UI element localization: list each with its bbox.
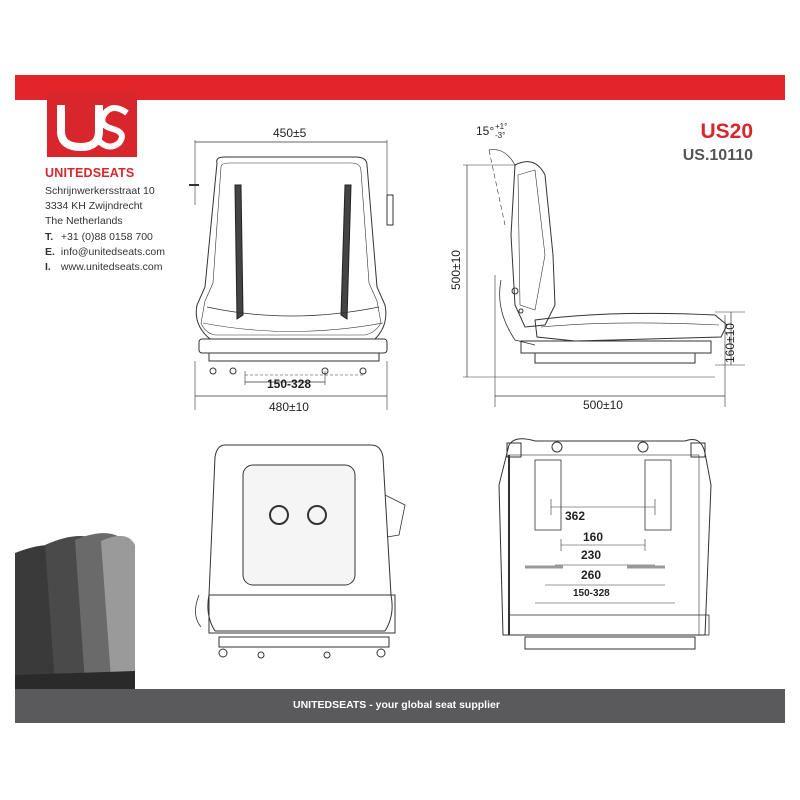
logo-mark bbox=[57, 105, 129, 152]
footer-bar: UNITEDSEATS - your global seat supplier bbox=[15, 689, 785, 723]
footer-tagline: UNITEDSEATS - your global seat supplier bbox=[293, 699, 500, 711]
web-line: I. www.unitedseats.com bbox=[45, 260, 165, 275]
company-info: UNITEDSEATS Schrijnwerkersstraat 10 3334… bbox=[45, 166, 165, 275]
top-red-bar bbox=[15, 75, 785, 100]
address-street: Schrijnwerkersstraat 10 bbox=[45, 185, 155, 197]
phone-number[interactable]: +31 (0)88 0158 700 bbox=[60, 230, 153, 243]
dim-bottom-160: 160 bbox=[583, 530, 603, 544]
dim-front-width: 450±5 bbox=[273, 126, 307, 140]
technical-drawings: 450±5 150-328 480±10 15° +1° -3° 500±10 … bbox=[15, 122, 745, 689]
back-view-drawing bbox=[195, 444, 406, 659]
dim-base-height: 160±10 bbox=[723, 323, 737, 363]
dim-total-height: 500±10 bbox=[449, 250, 463, 290]
address-city: 3334 KH Zwijndrecht bbox=[45, 200, 143, 213]
dim-bottom-260: 260 bbox=[581, 568, 601, 582]
dim-tilt-angle: 15° bbox=[476, 124, 494, 138]
email-line: E. info@unitedseats.com bbox=[45, 245, 165, 260]
website-link[interactable]: www.unitedseats.com bbox=[60, 261, 163, 274]
dim-tilt-minus: -3° bbox=[495, 131, 505, 140]
email-address[interactable]: info@unitedseats.com bbox=[60, 245, 165, 258]
email-label: E. bbox=[45, 245, 55, 258]
web-label: I. bbox=[45, 261, 51, 274]
bottom-view-drawing bbox=[498, 438, 712, 650]
address-country: The Netherlands bbox=[45, 215, 123, 228]
product-sheet: UNITEDSEATS Schrijnwerkersstraat 10 3334… bbox=[15, 75, 785, 723]
dimension-labels: 450±5 150-328 480±10 15° +1° -3° 500±10 … bbox=[267, 122, 737, 599]
front-view-drawing bbox=[189, 140, 394, 410]
dim-bottom-slide: 150-328 bbox=[573, 588, 610, 599]
unitedseats-logo bbox=[47, 91, 137, 157]
dim-side-depth: 500±10 bbox=[583, 398, 623, 412]
dim-bottom-362: 362 bbox=[565, 509, 585, 523]
phone-line: T. +31 (0)88 0158 700 bbox=[45, 230, 165, 245]
dim-base-width: 480±10 bbox=[269, 400, 309, 414]
model-code: US.10110 bbox=[682, 147, 753, 164]
phone-label: T. bbox=[45, 230, 54, 243]
dim-slide-range: 150-328 bbox=[267, 377, 311, 391]
side-view-drawing bbox=[463, 149, 745, 407]
dim-bottom-230: 230 bbox=[581, 548, 601, 562]
company-name: UNITEDSEATS bbox=[45, 166, 135, 180]
dim-tilt-plus: +1° bbox=[495, 122, 507, 131]
seat-photo-image bbox=[15, 533, 135, 689]
model-block: US20 US.10110 bbox=[683, 120, 753, 166]
model-name: US20 bbox=[700, 120, 753, 143]
